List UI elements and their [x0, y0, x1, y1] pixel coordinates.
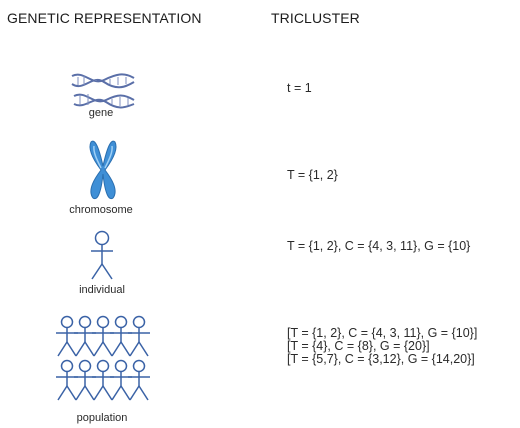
tricluster-line: t = 1: [287, 81, 312, 95]
tricluster-population: [T = {1, 2}, C = {4, 3, 11}, G = {10}] […: [287, 327, 477, 366]
gene-caption: gene: [88, 107, 114, 119]
tricluster-individual: T = {1, 2}, C = {4, 3, 11}, G = {10}: [287, 240, 470, 253]
chromosome-icon: [85, 138, 121, 202]
population-caption: population: [76, 412, 128, 424]
tricluster-line: T = {1, 2}: [287, 168, 338, 182]
genetic-representation-header: GENETIC REPRESENTATION: [7, 10, 202, 26]
dna-helix-icon: [70, 70, 136, 110]
tricluster-line: [T = {5,7}, C = {3,12}, G = {14,20}]: [287, 352, 475, 366]
stick-figure-group-icon: [56, 314, 152, 406]
individual-caption: individual: [79, 284, 125, 296]
stick-figure-icon: [88, 230, 116, 282]
tricluster-line: [T = {4}, C = {8}, G = {20}]: [287, 339, 430, 353]
tricluster-line: [T = {1, 2}, C = {4, 3, 11}, G = {10}]: [287, 326, 478, 340]
chromosome-caption: chromosome: [69, 204, 133, 216]
tricluster-chromosome: T = {1, 2}: [287, 169, 338, 182]
tricluster-header: TRICLUSTER: [271, 10, 360, 26]
tricluster-line: T = {1, 2}, C = {4, 3, 11}, G = {10}: [287, 239, 471, 253]
tricluster-gene: t = 1: [287, 82, 312, 95]
